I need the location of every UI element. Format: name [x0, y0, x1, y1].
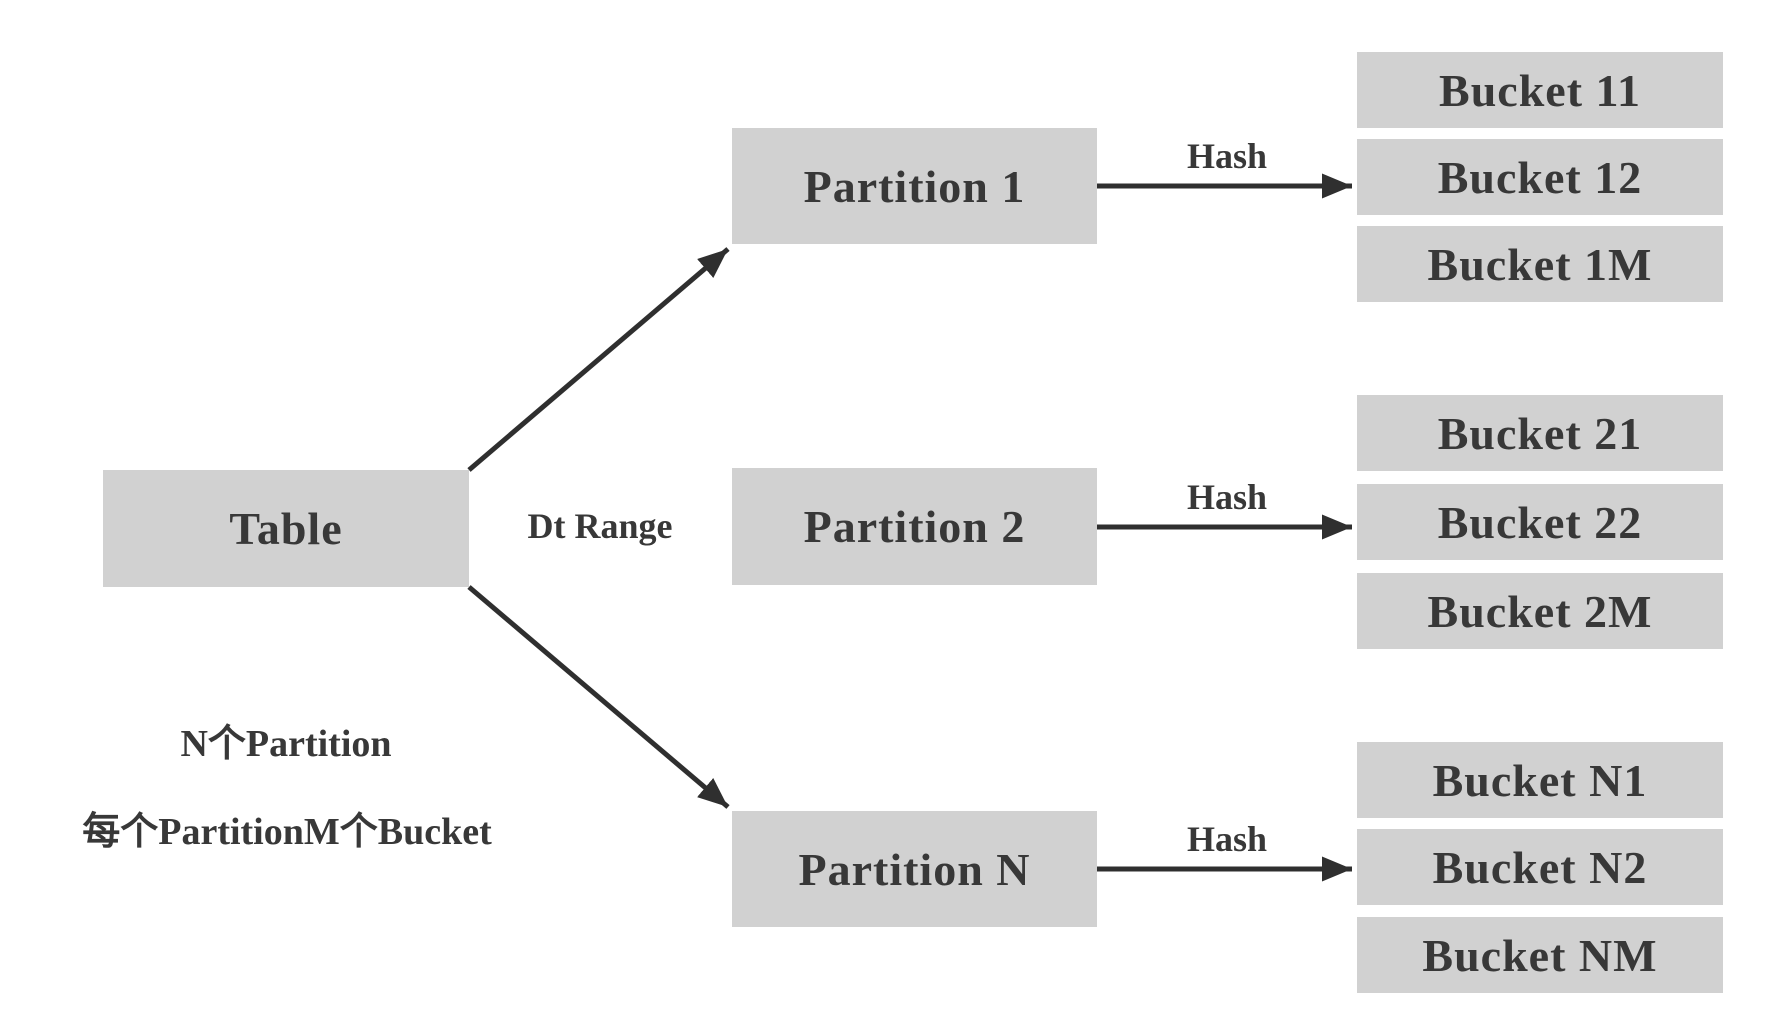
bucket-21-node: Bucket 21 — [1357, 395, 1723, 471]
bucket-2m-node: Bucket 2M — [1357, 573, 1723, 649]
bucket-11-node: Bucket 11 — [1357, 52, 1723, 128]
note-m-buckets-per-partition: 每个PartitionM个Bucket — [82, 811, 492, 853]
arrow-table-to-partition-n — [467, 585, 730, 809]
bucket-n2-node: Bucket N2 — [1357, 829, 1723, 905]
note-n-partitions: N个Partition — [180, 723, 392, 765]
hash-edge-label-3: Hash — [1186, 819, 1268, 859]
partition-n-node: Partition N — [732, 811, 1097, 927]
dt-range-edge-label: Dt Range — [527, 506, 673, 546]
hash-edge-label-2: Hash — [1186, 477, 1268, 517]
bucket-12-node: Bucket 12 — [1357, 139, 1723, 215]
hash-edge-label-1: Hash — [1186, 136, 1268, 176]
bucket-1m-node: Bucket 1M — [1357, 226, 1723, 302]
bucket-n1-node: Bucket N1 — [1357, 742, 1723, 818]
partition-1-node: Partition 1 — [732, 128, 1097, 244]
bucket-nm-node: Bucket NM — [1357, 917, 1723, 993]
arrow-table-to-partition-1 — [467, 247, 730, 472]
partition-2-node: Partition 2 — [732, 468, 1097, 585]
table-node: Table — [103, 470, 469, 587]
bucket-22-node: Bucket 22 — [1357, 484, 1723, 560]
